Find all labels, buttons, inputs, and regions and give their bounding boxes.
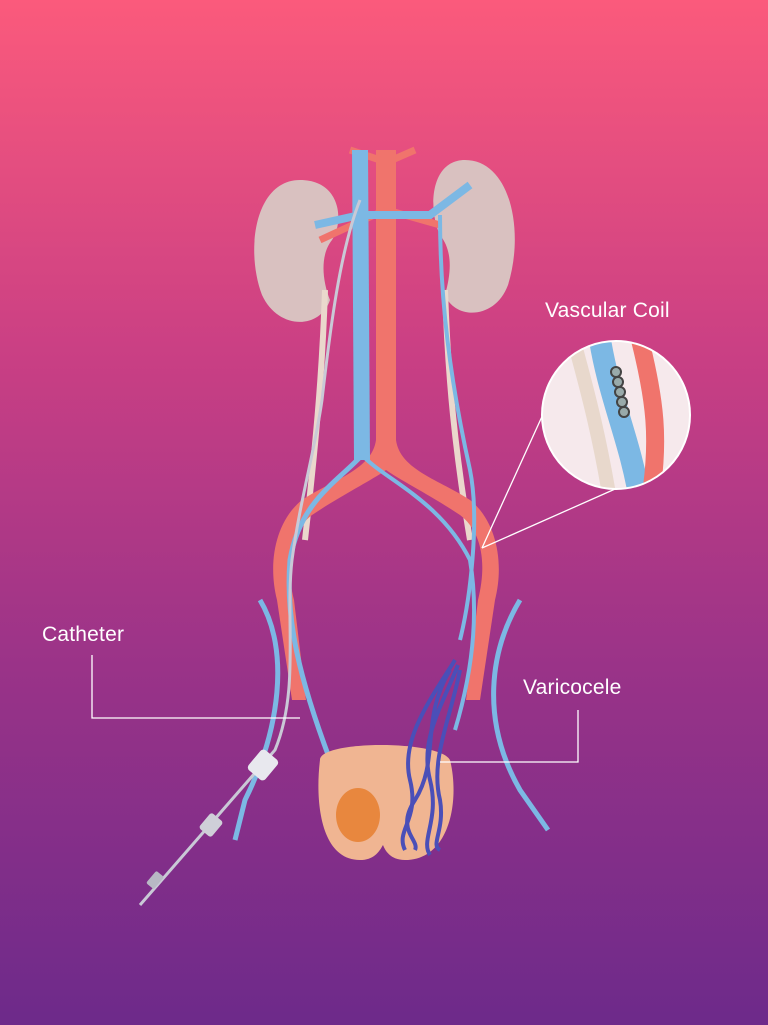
vascular-coil-inset xyxy=(541,340,691,490)
vascular-coil-label: Vascular Coil xyxy=(545,299,670,322)
coil-icon xyxy=(610,366,630,418)
varicocele-label: Varicocele xyxy=(523,676,622,699)
left-kidney xyxy=(254,180,339,322)
catheter-label: Catheter xyxy=(42,623,125,646)
right-kidney xyxy=(433,160,515,313)
scrotum xyxy=(318,745,454,860)
catheter-device xyxy=(146,749,279,889)
varicocele-veins xyxy=(400,658,462,857)
catheter-line xyxy=(138,199,362,906)
left-testis xyxy=(336,788,380,842)
